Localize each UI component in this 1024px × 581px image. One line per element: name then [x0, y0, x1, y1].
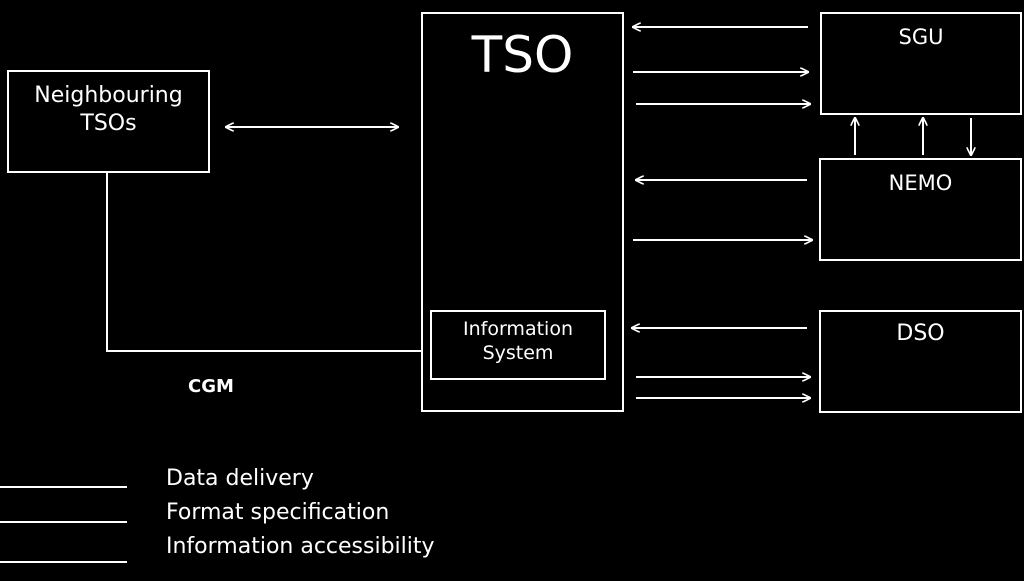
- dso-box: [819, 310, 1022, 413]
- cgm-label: CGM: [188, 376, 234, 397]
- nemo-label: NEMO: [888, 171, 953, 195]
- legend-label-data-delivery: Data delivery: [166, 466, 314, 491]
- neighbouring-tsos-label-line2: TSOs: [80, 110, 137, 136]
- neighbouring-tsos-label-line1: Neighbouring: [34, 83, 183, 108]
- legend-label-information-accessibility: Information accessibility: [166, 534, 435, 559]
- information-system-box: [430, 310, 606, 380]
- sgu-box: [820, 12, 1022, 115]
- sgu-label: SGU: [898, 25, 944, 49]
- tso-label: TSO: [471, 26, 574, 84]
- cgm-connector-line: [106, 172, 422, 352]
- dso-label: DSO: [896, 321, 945, 346]
- neighbouring-tsos-box: [7, 70, 210, 173]
- information-system-label-line1: Information: [463, 318, 573, 340]
- tso-box: [421, 12, 624, 412]
- information-system-label: Information System: [431, 318, 605, 366]
- nemo-box: [819, 158, 1022, 261]
- legend-label-format-specification: Format specification: [166, 500, 390, 525]
- information-system-label-line2: System: [482, 341, 554, 364]
- neighbouring-tsos-label: Neighbouring TSOs: [8, 82, 209, 137]
